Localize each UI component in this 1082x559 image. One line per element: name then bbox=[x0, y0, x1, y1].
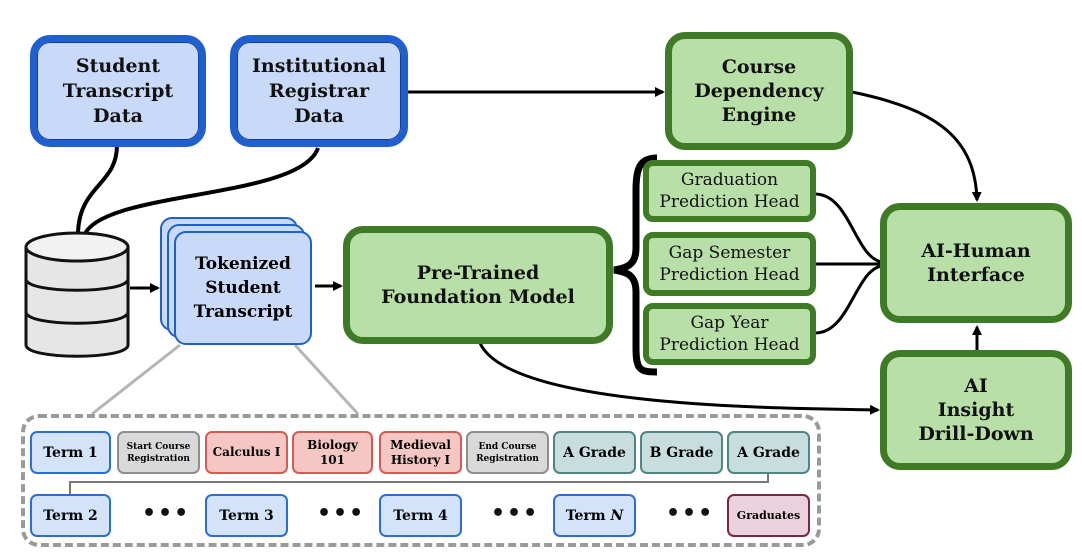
token-term-4: Term 4 bbox=[379, 494, 462, 537]
token-label: A Grade bbox=[563, 444, 626, 461]
node-label: Tokenized Student Transcript bbox=[193, 254, 293, 322]
node-course-dependency-engine: Course Dependency Engine bbox=[665, 32, 853, 150]
database-icon bbox=[24, 231, 130, 358]
token-term-2: Term 2 bbox=[30, 494, 111, 537]
node-ai-human-interface: AI-Human Interface bbox=[880, 203, 1072, 323]
arrow-engine-to-interface bbox=[851, 90, 982, 202]
ellipsis-4: ••• bbox=[666, 501, 714, 526]
token-term-n: Term N bbox=[553, 494, 636, 537]
node-gap-year-prediction-head: Gap Year Prediction Head bbox=[643, 303, 816, 365]
ellipsis-2: ••• bbox=[317, 501, 365, 526]
token-grade-2: B Grade bbox=[640, 431, 723, 474]
node-label: Course Dependency Engine bbox=[694, 56, 824, 126]
token-biology-101: Biology 101 bbox=[292, 431, 373, 474]
zoom-line-right bbox=[293, 343, 360, 416]
brace-heads bbox=[613, 154, 658, 376]
node-label: Gap Semester Prediction Head bbox=[659, 243, 800, 285]
node-ai-insight-drill-down: AI Insight Drill-Down bbox=[880, 350, 1072, 470]
token-label: Term 2 bbox=[43, 507, 98, 524]
ellipsis-label: ••• bbox=[142, 501, 191, 526]
token-label: A Grade bbox=[737, 444, 800, 461]
wire-gapyear-to-interface bbox=[814, 264, 883, 335]
token-label: Start Course Registration bbox=[126, 441, 191, 464]
node-tokenized-student-transcript: Tokenized Student Transcript bbox=[174, 231, 312, 345]
token-label: Term bbox=[565, 507, 611, 524]
token-label: Term 3 bbox=[219, 507, 274, 524]
token-sequence-panel bbox=[21, 414, 821, 547]
node-institutional-registrar-data: Institutional Registrar Data bbox=[230, 35, 408, 147]
ellipsis-1: ••• bbox=[142, 501, 190, 526]
ellipsis-label: ••• bbox=[317, 501, 366, 526]
token-label: Graduates bbox=[736, 509, 801, 522]
node-label: Pre-Trained Foundation Model bbox=[381, 262, 575, 308]
ellipsis-3: ••• bbox=[491, 501, 539, 526]
node-label: Student Transcript Data bbox=[62, 54, 174, 127]
node-label: Institutional Registrar Data bbox=[252, 54, 386, 127]
token-label: Biology 101 bbox=[307, 437, 358, 467]
token-label: Medieval History I bbox=[390, 437, 451, 467]
ellipsis-label: ••• bbox=[666, 501, 715, 526]
sequence-wrap-line bbox=[69, 474, 769, 494]
token-graduates: Graduates bbox=[727, 494, 810, 537]
token-term-1: Term 1 bbox=[30, 431, 111, 474]
node-label: Gap Year Prediction Head bbox=[659, 313, 800, 355]
token-label: Term 4 bbox=[393, 507, 448, 524]
token-medieval-history-i: Medieval History I bbox=[379, 431, 462, 474]
ellipsis-label: ••• bbox=[491, 501, 540, 526]
token-calculus-i: Calculus I bbox=[205, 431, 288, 474]
token-label: Term 1 bbox=[43, 444, 98, 461]
node-gap-semester-prediction-head: Gap Semester Prediction Head bbox=[643, 232, 816, 296]
node-pretrained-foundation-model: Pre-Trained Foundation Model bbox=[343, 226, 613, 344]
node-student-transcript-data: Student Transcript Data bbox=[30, 35, 206, 147]
wire-graduation-to-interface bbox=[814, 192, 883, 264]
node-label: AI Insight Drill-Down bbox=[918, 375, 1034, 445]
wire-transcript-to-db bbox=[76, 144, 119, 233]
token-term-3: Term 3 bbox=[205, 494, 288, 537]
token-label: End Course Registration bbox=[476, 441, 539, 464]
zoom-line-left bbox=[91, 343, 181, 416]
token-end-course-registration: End Course Registration bbox=[466, 431, 549, 474]
token-label: Calculus I bbox=[212, 445, 281, 459]
arrow-model-to-drilldown bbox=[478, 342, 880, 415]
token-grade-3: A Grade bbox=[727, 431, 810, 474]
node-label: Graduation Prediction Head bbox=[659, 170, 800, 212]
token-label: B Grade bbox=[649, 444, 714, 461]
wire-registrar-to-db bbox=[82, 147, 320, 237]
node-graduation-prediction-head: Graduation Prediction Head bbox=[643, 160, 816, 222]
node-label: AI-Human Interface bbox=[921, 240, 1031, 286]
token-variable: N bbox=[610, 507, 624, 524]
token-grade-1: A Grade bbox=[553, 431, 636, 474]
token-start-course-registration: Start Course Registration bbox=[117, 431, 200, 474]
